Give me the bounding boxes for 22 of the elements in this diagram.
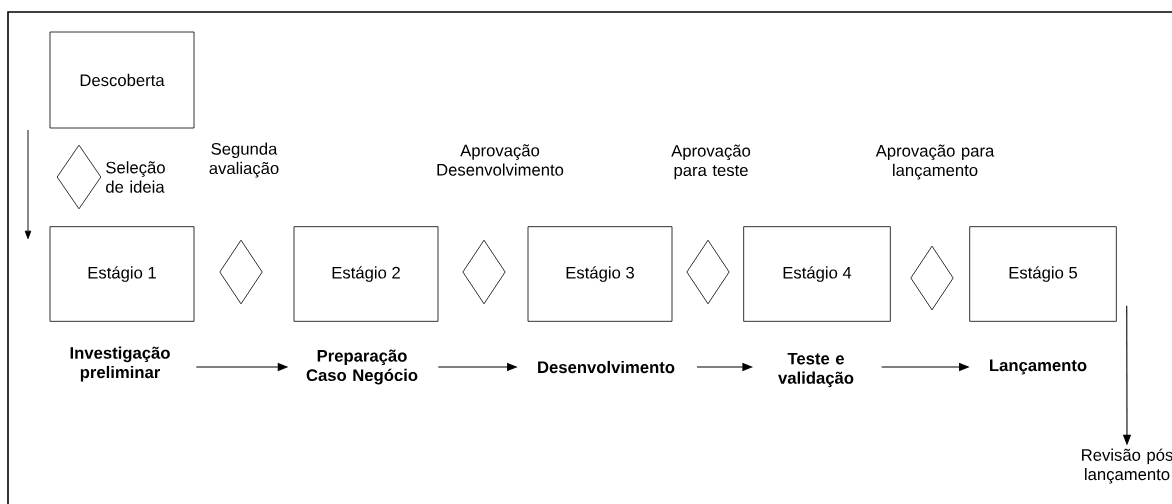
stage-name: Investigação preliminar bbox=[70, 346, 170, 382]
decision-diamond bbox=[462, 239, 506, 305]
stage-box: Estágio 1 bbox=[49, 226, 195, 322]
stage-name: Lançamento bbox=[990, 359, 1087, 375]
stage-box: Estágio 3 bbox=[527, 226, 673, 322]
gate-label: Aprovação Desenvolvimento bbox=[437, 144, 564, 176]
gate-label: Seleção de ideia bbox=[106, 161, 165, 193]
stage-box: Estágio 5 bbox=[969, 226, 1117, 322]
stage-box: Estágio 4 bbox=[743, 226, 891, 322]
decision-diamond bbox=[56, 144, 102, 210]
stage-box: Estágio 2 bbox=[293, 226, 439, 322]
stage-box: Descoberta bbox=[49, 31, 195, 129]
decision-diamond bbox=[686, 239, 730, 305]
end-label: Revisão pós lançamento bbox=[1082, 448, 1172, 484]
decision-diamond bbox=[219, 239, 263, 305]
gate-label: Aprovação para teste bbox=[671, 144, 751, 180]
stage-name: Teste e validação bbox=[778, 352, 854, 388]
stage-name: Preparação Caso Negócio bbox=[306, 349, 418, 385]
gate-label: Segunda avaliação bbox=[209, 142, 279, 178]
stage-name: Desenvolvimento bbox=[538, 360, 675, 374]
gate-label: Aprovação para lançamento bbox=[875, 144, 995, 180]
decision-diamond bbox=[910, 245, 954, 311]
